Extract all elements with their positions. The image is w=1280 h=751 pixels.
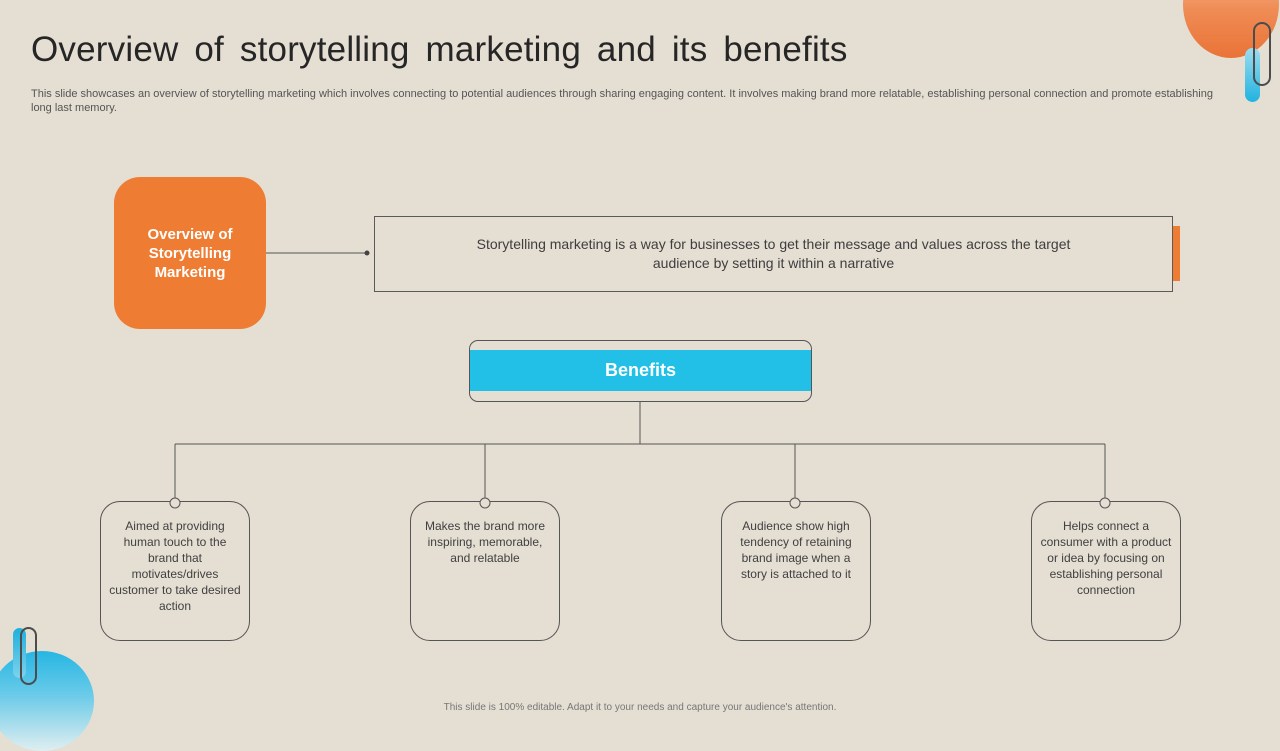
footer-note: This slide is 100% editable. Adapt it to… (0, 702, 1280, 713)
branch-node-4 (1100, 498, 1110, 508)
branch-node-3 (790, 498, 800, 508)
branch-node-2 (480, 498, 490, 508)
connector-nodes (0, 0, 1280, 720)
branch-node-1 (170, 498, 180, 508)
